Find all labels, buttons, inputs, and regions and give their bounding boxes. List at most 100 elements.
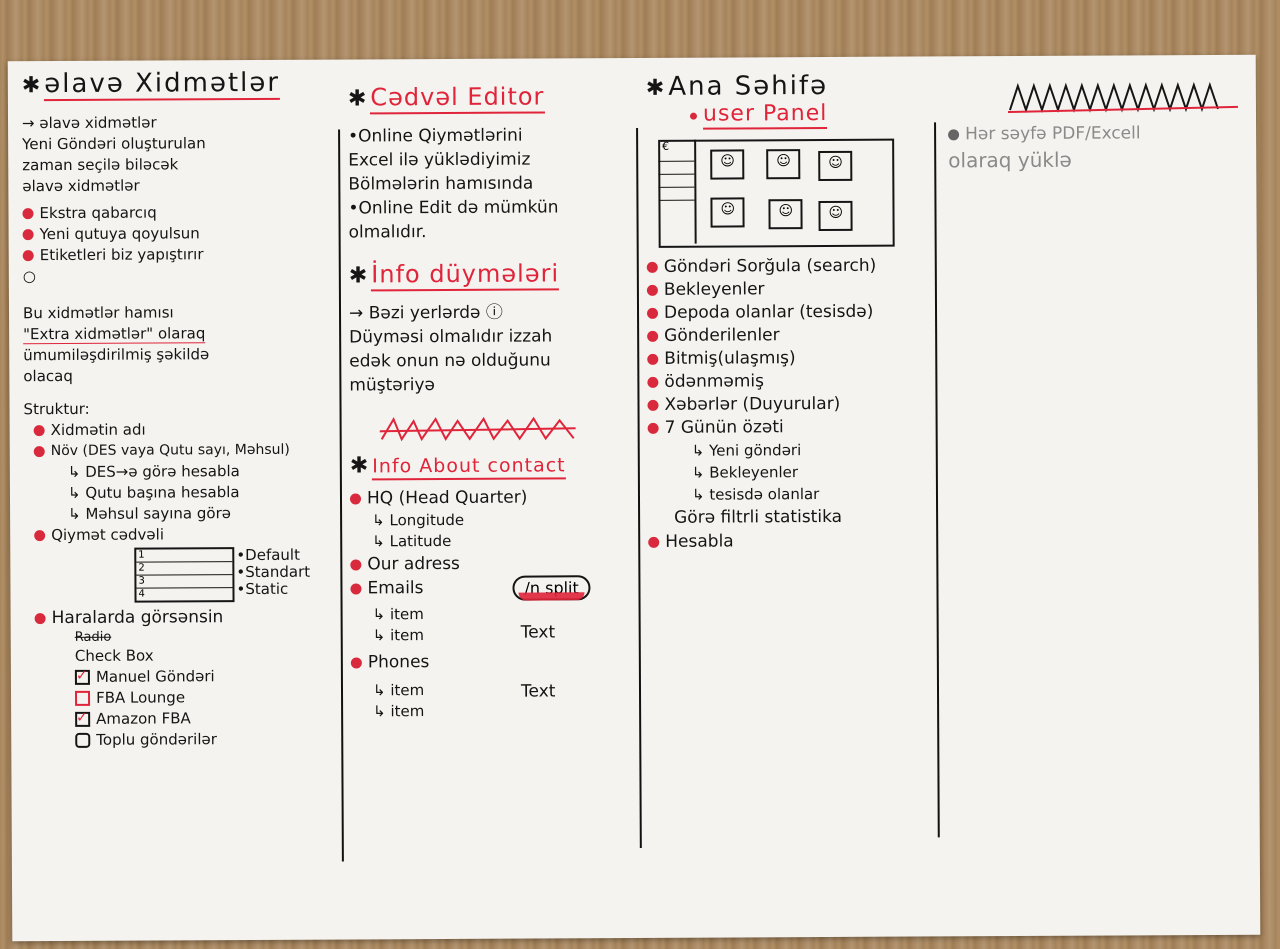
checkbox-icon[interactable] bbox=[75, 711, 91, 727]
menu-item[interactable]: ödənməmiş bbox=[647, 369, 937, 394]
export-note: Hər səyfə PDF/Excell olaraq yüklə bbox=[948, 121, 1248, 175]
filter-note: Görə filtrli statistika bbox=[674, 506, 843, 528]
star-icon: ✱ bbox=[645, 75, 665, 101]
bullet-icon bbox=[350, 582, 362, 594]
option-item: •Default bbox=[236, 545, 301, 565]
star-icon: ✱ bbox=[21, 73, 41, 99]
checkbox-amazon-fba[interactable]: Amazon FBA bbox=[25, 708, 335, 731]
info-buttons-heading: ✱İnfo düymələri bbox=[348, 259, 629, 292]
scribble-icon bbox=[379, 416, 576, 442]
bullet-icon bbox=[689, 112, 698, 120]
tile-icon[interactable] bbox=[768, 199, 803, 230]
tile-icon[interactable] bbox=[766, 149, 801, 180]
checkbox-manuel[interactable]: Manuel Göndəri bbox=[25, 666, 335, 689]
sub-item: ↳ item bbox=[372, 681, 425, 700]
checkbox-fba-lounge[interactable]: FBA Lounge bbox=[25, 687, 335, 710]
bullet-icon bbox=[34, 530, 46, 542]
sub-item: ↳ item bbox=[373, 702, 425, 721]
sub-item: ↳ Longitude bbox=[372, 510, 465, 530]
star-icon: ✱ bbox=[347, 86, 367, 112]
star-icon: ✱ bbox=[348, 263, 368, 289]
bullet-icon bbox=[33, 425, 45, 437]
structure-label: Struktur: bbox=[23, 399, 90, 419]
bullet-icon bbox=[948, 128, 960, 140]
sub-item: ↳ Bekleyenler bbox=[691, 463, 799, 482]
split-bubble: /n split bbox=[512, 575, 591, 601]
text-label: Text bbox=[520, 681, 556, 702]
bullet-icon bbox=[34, 612, 46, 624]
contact-list: HQ (Head Quarter) ↳ Longitude ↳ Latitude… bbox=[349, 485, 631, 722]
tile-icon[interactable] bbox=[710, 197, 745, 228]
tile-icon[interactable] bbox=[818, 150, 853, 182]
sub-item: ↳ DES→ə görə hesabla bbox=[67, 462, 240, 481]
text-label: Text bbox=[520, 622, 556, 643]
bullet-icon bbox=[647, 353, 659, 365]
list-item: Xidmətin adı bbox=[24, 419, 334, 442]
table-editor-heading: ✱Cədvəl Editor bbox=[347, 82, 628, 115]
scribble-icon bbox=[1007, 81, 1238, 114]
extra-services-heading: ✱əlavə Xidmətlər bbox=[21, 67, 281, 102]
email-item-row: ↳ item Text bbox=[351, 622, 631, 646]
bullet-icon bbox=[647, 376, 659, 388]
note-line: Hər səyfə PDF/Excell bbox=[948, 121, 1248, 147]
bullet-icon bbox=[647, 422, 659, 434]
paper-sheet: ✱əlavə Xidmətlər → əlavə xidmətlər Yeni … bbox=[7, 54, 1261, 942]
euro-icon: € bbox=[662, 139, 670, 153]
home-page-heading: ✱Ana Səhifə bbox=[645, 70, 829, 102]
sub-item: ↳ Məhsul sayına görə bbox=[68, 504, 232, 523]
option-item: •Standart bbox=[236, 562, 311, 582]
menu-item[interactable]: Hesabla bbox=[648, 528, 938, 554]
tile-icon[interactable] bbox=[710, 149, 745, 180]
column-extra-services: ✱əlavə Xidmətlər → əlavə xidmətlər Yeni … bbox=[22, 60, 337, 942]
column-table-editor: ✱Cədvəl Editor •Online Qiymətlərini Exce… bbox=[348, 58, 633, 939]
menu-item[interactable]: 7 Günün özəti bbox=[647, 415, 938, 440]
list-item: HQ (Head Quarter) bbox=[349, 485, 630, 510]
phone-items: ↳ item ↳ item Text bbox=[351, 679, 631, 722]
note-line-red: "Extra xidmətlər" olaraq bbox=[23, 324, 206, 345]
menu-item[interactable]: Depoda olanlar (tesisdə) bbox=[647, 300, 937, 325]
checkbox-icon[interactable] bbox=[75, 690, 91, 706]
checkbox-icon[interactable] bbox=[75, 732, 91, 748]
user-panel-heading: user Panel bbox=[646, 100, 936, 130]
column-export: Hər səyfə PDF/Excell olaraq yüklə bbox=[948, 55, 1253, 937]
list-item: Etiketleri biz yapıştırır bbox=[22, 244, 333, 267]
price-options: •Default •Standart •Static bbox=[236, 545, 311, 599]
checkbox-toplu[interactable]: Toplu göndərilər bbox=[25, 729, 335, 752]
checkbox-icon[interactable] bbox=[74, 669, 90, 685]
menu-item[interactable]: Bekleyenler bbox=[646, 277, 937, 302]
bullet-icon bbox=[647, 399, 659, 411]
menu-item[interactable]: Göndəri Sorğula (search) bbox=[646, 254, 937, 279]
bullet-icon bbox=[350, 656, 362, 668]
tile-icon[interactable] bbox=[818, 200, 853, 232]
bullet-icon bbox=[33, 445, 45, 457]
column-home-page: ✱Ana Səhifə user Panel € Göndəri Sorğula… bbox=[646, 56, 941, 938]
bullet-icon bbox=[350, 558, 362, 570]
extra-services-intro: → əlavə xidmətlər Yeni Göndəri oluşturul… bbox=[21, 113, 206, 196]
list-item: Phones bbox=[350, 649, 631, 674]
menu-item[interactable]: Xəbərlər (Duyurular) bbox=[647, 392, 937, 417]
bullet-icon bbox=[647, 307, 659, 319]
sub-item: ↳ item bbox=[372, 626, 424, 645]
scribble-crossout bbox=[350, 414, 630, 445]
bullet-icon bbox=[22, 250, 34, 262]
star-icon: ✱ bbox=[349, 453, 369, 479]
bullet-icon bbox=[648, 536, 660, 548]
bullet-icon bbox=[647, 330, 659, 342]
option-item: •Static bbox=[236, 579, 289, 599]
bullet-icon bbox=[646, 284, 658, 296]
menu-item[interactable]: Gönderilenler bbox=[647, 323, 937, 348]
extra-services-note: Bu xidmətlər hamısı "Extra xidmətlər" ol… bbox=[23, 302, 333, 388]
table-editor-notes: •Online Qiymətlərini Excel ilə yüklədiyi… bbox=[348, 125, 559, 243]
info-about-contact-heading: ✱Info About contact bbox=[349, 453, 566, 481]
list-item: Haralarda görsənsin bbox=[25, 605, 335, 631]
list-item-empty: ○ bbox=[22, 267, 36, 286]
price-table: 1 2 3 4 bbox=[134, 547, 235, 603]
crossed-heading bbox=[948, 81, 1248, 119]
emails-row: Emails /n split bbox=[350, 575, 630, 604]
bullet-icon bbox=[22, 208, 34, 220]
extra-services-list: Ekstra qabarcıq Yeni qutuya qoyulsun Eti… bbox=[22, 202, 332, 288]
list-item: Our adress bbox=[350, 551, 630, 576]
price-table-sketch: 1 2 3 4 •Default •Standart •Static bbox=[24, 545, 334, 605]
menu-item[interactable]: Bitmiş(ulaşmış) bbox=[647, 346, 937, 371]
sub-item: ↳ tesisdə olanlar bbox=[691, 485, 820, 504]
